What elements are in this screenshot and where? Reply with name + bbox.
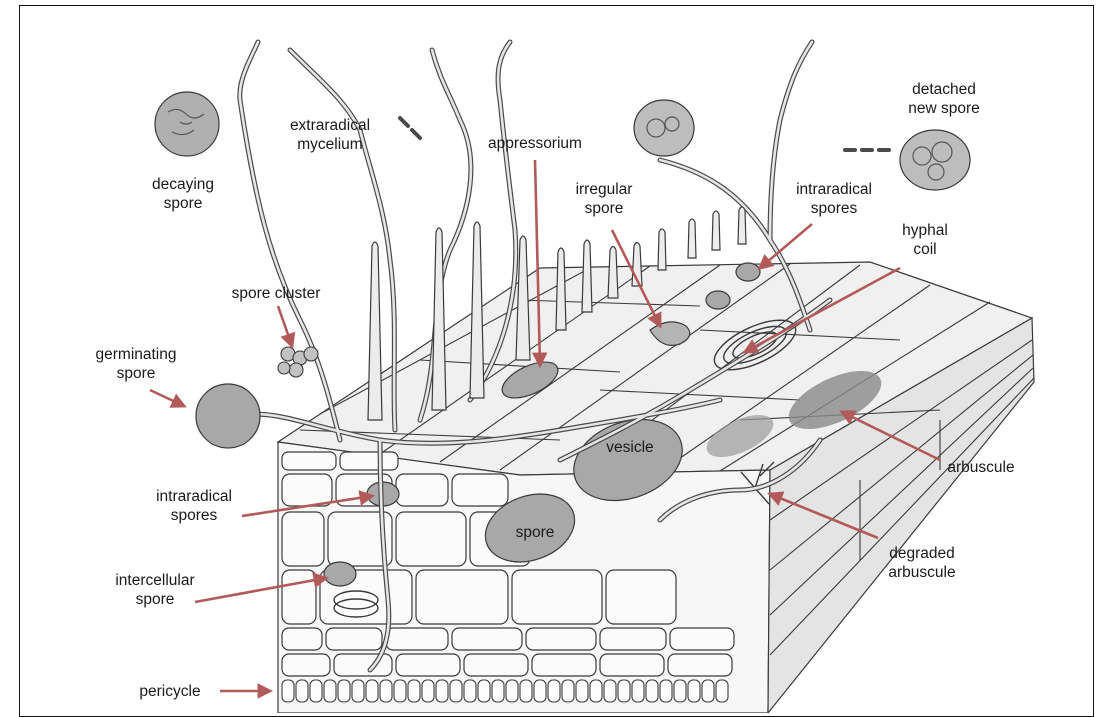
decaying-spore-shape [155, 92, 219, 156]
spore-cluster-shape [278, 347, 318, 377]
germinating-spore-shape [196, 384, 260, 448]
arrow-spore-cluster [278, 306, 292, 346]
detached-new-spore-shape [900, 130, 970, 190]
label-spore-cluster: spore cluster [232, 285, 321, 302]
label-vesicle: vesicle [606, 439, 653, 456]
label-pericycle: pericycle [139, 683, 200, 700]
arrow-germinating-spore [150, 390, 184, 406]
intercellular-spore-shape [324, 562, 356, 586]
top-spore-shape [634, 100, 694, 156]
label-spore: spore [516, 524, 555, 541]
label-appressorium: appressorium [488, 135, 582, 152]
label-arbuscule: arbuscule [947, 459, 1014, 476]
